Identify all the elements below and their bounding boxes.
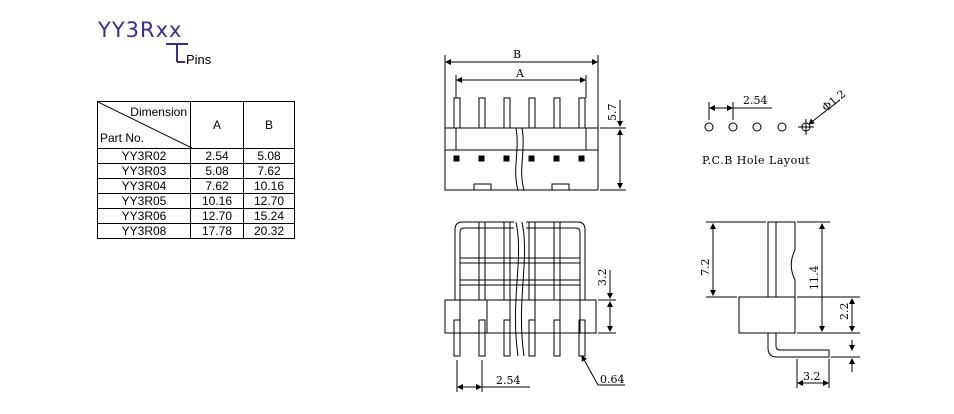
header-dimension: Dimension xyxy=(130,105,187,119)
pcb-caption: P.C.B Hole Layout xyxy=(702,154,811,167)
table-row: YY3R03 5.08 7.62 xyxy=(97,163,295,179)
a-cell: 12.70 xyxy=(190,208,244,224)
dim-pcb-pitch-label: 2.54 xyxy=(743,94,768,107)
dim-b-label: B xyxy=(513,48,521,61)
dim-pitch-label: 2.54 xyxy=(496,374,521,387)
b-cell: 20.32 xyxy=(243,223,295,239)
table-row: YY3R02 2.54 5.08 xyxy=(97,148,295,164)
front-view xyxy=(444,55,626,191)
a-cell: 17.78 xyxy=(190,223,244,239)
dim-height-label: 5.7 xyxy=(606,104,619,122)
pins-label: Pins xyxy=(186,52,212,67)
top-view xyxy=(444,221,625,392)
table-row: YY3R04 7.62 10.16 xyxy=(97,178,295,194)
pcb-hole-layout xyxy=(704,99,841,135)
dim-side-114-label: 11.4 xyxy=(808,266,821,291)
side-view xyxy=(706,221,860,388)
dim-pin-label: 0.64 xyxy=(600,373,625,386)
dimension-table: Dimension Part No. A B YY3R02 2.54 5.08 … xyxy=(97,101,295,239)
dim-side-72-label: 7.2 xyxy=(699,259,712,277)
dim-hole-label: Φ1.2 xyxy=(820,87,849,114)
table-row: YY3R08 17.78 20.32 xyxy=(97,223,295,239)
dim-top-height-label: 3.2 xyxy=(596,269,609,287)
part-cell: YY3R08 xyxy=(97,223,191,239)
table-corner-header: Dimension Part No. xyxy=(97,101,192,149)
dim-a-label: A xyxy=(515,67,525,80)
table-header-row: Dimension Part No. A B xyxy=(97,101,295,149)
dim-side-32-label: 3.2 xyxy=(803,370,821,383)
b-cell: 5.08 xyxy=(243,148,295,164)
dim-side-22-label: 2.2 xyxy=(838,303,851,321)
table-row: YY3R05 10.16 12.70 xyxy=(97,193,295,209)
header-part-no: Part No. xyxy=(100,131,145,145)
part-cell: YY3R03 xyxy=(97,163,191,179)
header-a: A xyxy=(190,101,244,149)
model-title: YY3Rxx xyxy=(98,18,183,42)
diagonal-divider xyxy=(98,102,192,148)
b-cell: 7.62 xyxy=(243,163,295,179)
